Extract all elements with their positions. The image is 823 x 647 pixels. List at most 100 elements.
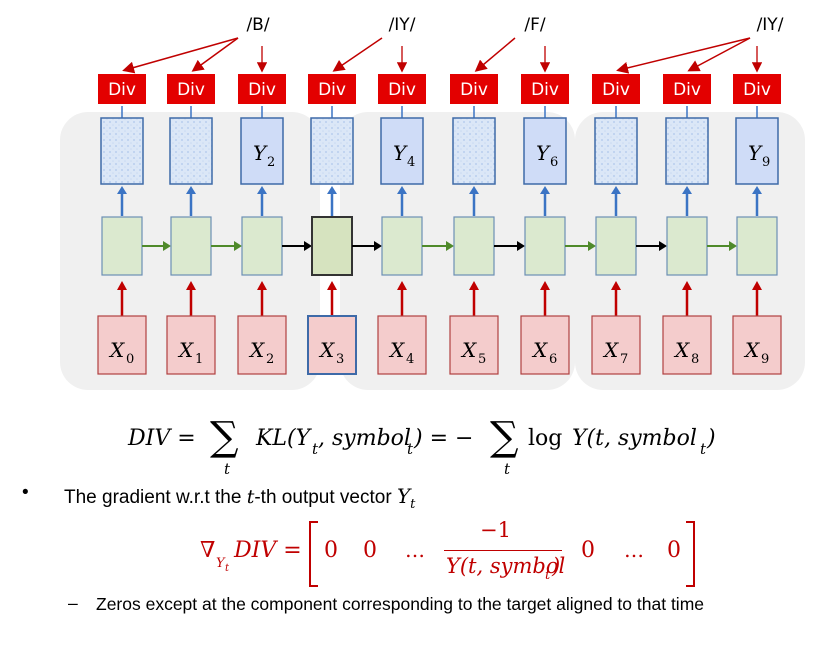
grad-nabla-sub: Y bbox=[216, 556, 225, 571]
input-box bbox=[449, 315, 499, 375]
input-label: X bbox=[531, 338, 548, 362]
output-box bbox=[523, 117, 567, 185]
bullet-text-mid: -th output vector bbox=[254, 487, 397, 508]
div-label: Div bbox=[460, 80, 488, 100]
bullet-Y: Y bbox=[396, 484, 411, 508]
arrowhead-up bbox=[682, 186, 692, 194]
sub-bullet-marker: – bbox=[68, 593, 78, 613]
eq-term1-sub: t bbox=[312, 440, 319, 458]
output-box bbox=[100, 117, 144, 185]
eq-sum1: ∑ bbox=[210, 414, 239, 460]
output-box bbox=[665, 117, 709, 185]
div-box bbox=[733, 74, 781, 104]
div-label: Div bbox=[318, 80, 346, 100]
output-label: Y bbox=[536, 141, 551, 165]
recurrent-arrowhead bbox=[374, 241, 382, 251]
output-box bbox=[380, 117, 424, 185]
div-box bbox=[167, 74, 215, 104]
grad-denominator-close: ) bbox=[552, 554, 561, 578]
grad-entry-0: 0 bbox=[324, 538, 338, 563]
output-label: Y bbox=[253, 141, 268, 165]
bullet-Y-sub: t bbox=[410, 496, 416, 512]
grad-nabla: ∇ bbox=[200, 538, 216, 563]
grad-bracket-right bbox=[686, 521, 695, 587]
input-box bbox=[166, 315, 216, 375]
input-label: X bbox=[248, 338, 265, 362]
input-label: X bbox=[602, 338, 619, 362]
recurrent-arrowhead bbox=[163, 241, 171, 251]
output-label-sub: 9 bbox=[762, 155, 770, 170]
hidden-box bbox=[595, 216, 637, 276]
input-box bbox=[377, 315, 427, 375]
input-label: X bbox=[318, 338, 335, 362]
output-box bbox=[310, 117, 354, 185]
recurrent-arrowhead bbox=[659, 241, 667, 251]
div-box bbox=[378, 74, 426, 104]
arrowhead-up bbox=[469, 186, 479, 194]
eq-term1: KL(Y bbox=[256, 426, 311, 451]
grad-after-0: 0 bbox=[581, 538, 595, 563]
grad-bracket-left bbox=[309, 521, 318, 587]
arrowhead-up bbox=[469, 281, 479, 290]
recurrent-arrowhead bbox=[517, 241, 525, 251]
phoneme-connector bbox=[191, 37, 239, 72]
bullet-t: t bbox=[246, 486, 255, 508]
output-label-sub: 6 bbox=[550, 155, 558, 170]
recurrent-arrowhead bbox=[304, 241, 312, 251]
arrowhead-up bbox=[540, 186, 550, 194]
bullet-text: The gradient w.r.t the t-th output vecto… bbox=[64, 484, 415, 512]
output-label: Y bbox=[748, 141, 763, 165]
output-box bbox=[169, 117, 213, 185]
hidden-box bbox=[170, 216, 212, 276]
input-box bbox=[520, 315, 570, 375]
phoneme-connector bbox=[687, 37, 751, 72]
phoneme-connector bbox=[122, 37, 239, 74]
phoneme-label: /IY/ bbox=[757, 15, 784, 35]
grad-denominator-sub: t bbox=[545, 568, 551, 583]
eq-sum2-sub: t bbox=[504, 460, 511, 478]
grad-denominator: Y(t, symbol bbox=[446, 554, 566, 578]
phoneme-label: /B/ bbox=[246, 15, 269, 35]
arrowhead-up bbox=[257, 186, 267, 194]
input-label-sub: 2 bbox=[266, 352, 274, 367]
input-label: X bbox=[673, 338, 690, 362]
hidden-box bbox=[311, 216, 353, 276]
grad-numerator: −1 bbox=[480, 518, 511, 542]
input-label-sub: 3 bbox=[336, 352, 344, 367]
input-label: X bbox=[460, 338, 477, 362]
div-label: Div bbox=[177, 80, 205, 100]
grad-entry-1: 0 bbox=[363, 538, 377, 563]
input-label-sub: 9 bbox=[761, 352, 769, 367]
sub-bullet-text: Zeros except at the component correspond… bbox=[96, 594, 705, 614]
hidden-box bbox=[453, 216, 495, 276]
eq-term1-rest: , symbol bbox=[318, 426, 411, 451]
input-label: X bbox=[743, 338, 760, 362]
div-label: Div bbox=[602, 80, 630, 100]
phoneme-connector bbox=[616, 37, 751, 74]
input-box bbox=[732, 315, 782, 375]
div-box bbox=[521, 74, 569, 104]
arrowhead-up bbox=[611, 281, 621, 290]
input-label-sub: 5 bbox=[478, 352, 486, 367]
grad-after-1: … bbox=[624, 538, 644, 562]
input-box bbox=[662, 315, 712, 375]
output-box bbox=[735, 117, 779, 185]
input-label: X bbox=[177, 338, 194, 362]
input-label-sub: 4 bbox=[406, 352, 414, 367]
arrowhead-up bbox=[611, 186, 621, 194]
grad-nabla-subsub: t bbox=[225, 563, 230, 574]
div-box bbox=[308, 74, 356, 104]
arrowhead-up bbox=[186, 186, 196, 194]
arrowhead-up bbox=[397, 281, 407, 290]
div-box bbox=[450, 74, 498, 104]
hidden-box bbox=[736, 216, 778, 276]
phoneme-connector bbox=[474, 37, 516, 72]
phoneme-label: /IY/ bbox=[389, 15, 416, 35]
grad-fraction-bar bbox=[444, 550, 562, 551]
div-label: Div bbox=[108, 80, 136, 100]
recurrent-arrowhead bbox=[234, 241, 242, 251]
eq-term1-rest-sub: t bbox=[407, 440, 414, 458]
hidden-boxes bbox=[101, 186, 778, 276]
